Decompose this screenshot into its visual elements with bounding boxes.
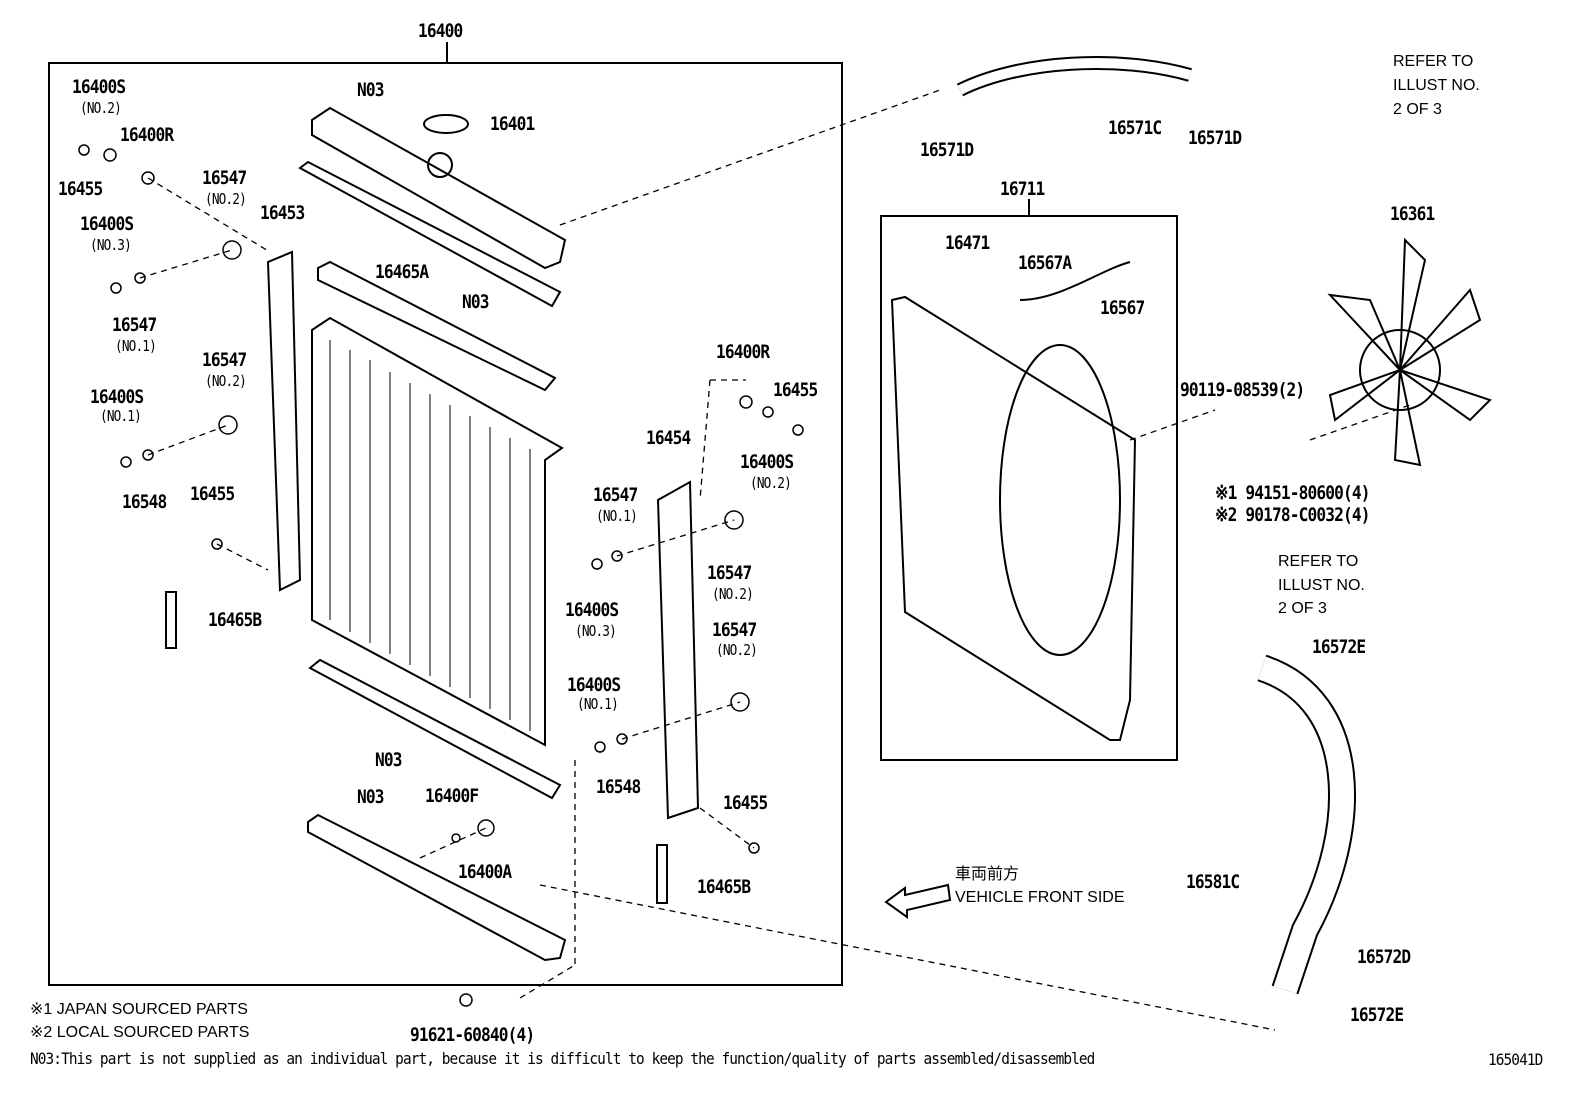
vehicle-front-arrow-icon bbox=[884, 883, 952, 919]
part-label: 16567 bbox=[1100, 297, 1145, 319]
part-label: (NO.2) bbox=[712, 585, 754, 603]
radiator-core bbox=[311, 316, 564, 747]
part-label: 16711 bbox=[1000, 178, 1045, 200]
cooling-fan bbox=[1327, 237, 1492, 467]
part-label: 16548 bbox=[596, 776, 641, 798]
part-label: 16571D bbox=[1188, 127, 1242, 149]
part-label: 16567A bbox=[1018, 252, 1072, 274]
part-label: VEHICLE FRONT SIDE bbox=[955, 889, 1125, 906]
part-label: (NO.1) bbox=[596, 507, 638, 525]
part-label: 16547 bbox=[707, 562, 752, 584]
part-label: 16581C bbox=[1186, 871, 1240, 893]
lower-tank bbox=[307, 813, 567, 962]
rubber-rod-right bbox=[656, 844, 668, 904]
part-label: (NO.2) bbox=[205, 372, 247, 390]
part-label: 16465B bbox=[208, 609, 262, 631]
reservoir-hose bbox=[1019, 261, 1131, 301]
part-label: (NO.1) bbox=[577, 695, 619, 713]
lower-gasket bbox=[308, 658, 562, 800]
part-label: 16400F bbox=[425, 785, 479, 807]
part-label: 16572E bbox=[1350, 1004, 1404, 1026]
part-label: 16547 bbox=[112, 314, 157, 336]
part-label: 16455 bbox=[773, 379, 818, 401]
part-label: 16471 bbox=[945, 232, 990, 254]
note-japan-sourced: ※1 JAPAN SOURCED PARTS bbox=[30, 1001, 248, 1018]
part-label: ILLUST NO. bbox=[1278, 577, 1365, 594]
part-label: 16400S bbox=[72, 76, 126, 98]
part-label: (NO.2) bbox=[750, 474, 792, 492]
part-label: ILLUST NO. bbox=[1393, 77, 1480, 94]
part-label: N03 bbox=[357, 786, 384, 808]
part-label: 16400S bbox=[90, 386, 144, 408]
part-label: (NO.3) bbox=[575, 622, 617, 640]
fan-shroud bbox=[890, 295, 1137, 741]
part-label: 16548 bbox=[122, 491, 167, 513]
part-label: 16400S bbox=[565, 599, 619, 621]
part-label: 16453 bbox=[260, 202, 305, 224]
part-label: 16400A bbox=[458, 861, 512, 883]
right-side-support bbox=[656, 480, 700, 820]
part-label: (NO.1) bbox=[100, 407, 142, 425]
part-label: (NO.2) bbox=[80, 99, 122, 117]
part-label: 16572D bbox=[1357, 946, 1411, 968]
part-label: (NO.2) bbox=[205, 190, 247, 208]
part-label: 16454 bbox=[646, 427, 691, 449]
part-label: 16455 bbox=[58, 178, 103, 200]
part-label: ※1 94151-80600(4) bbox=[1215, 482, 1371, 504]
part-label: 16465B bbox=[697, 876, 751, 898]
note-n03: N03:This part is not supplied as an indi… bbox=[30, 1049, 1095, 1068]
part-label: 16571D bbox=[920, 139, 974, 161]
part-label: 16455 bbox=[723, 792, 768, 814]
part-label: 16400S bbox=[80, 213, 134, 235]
part-label: 16547 bbox=[202, 167, 247, 189]
note-local-sourced: ※2 LOCAL SOURCED PARTS bbox=[30, 1024, 250, 1041]
part-label: N03 bbox=[357, 79, 384, 101]
part-label: 16547 bbox=[593, 484, 638, 506]
part-label: 車両前方 bbox=[955, 866, 1020, 883]
part-label: 16400S bbox=[567, 674, 621, 696]
part-label: ※2 90178-C0032(4) bbox=[1215, 504, 1371, 526]
part-label: 16572E bbox=[1312, 636, 1366, 658]
radiator-assembly-frame bbox=[48, 62, 843, 986]
part-label: 16571C bbox=[1108, 117, 1162, 139]
upper-gasket bbox=[317, 260, 557, 392]
part-label: (NO.2) bbox=[716, 641, 758, 659]
rubber-rod-left bbox=[165, 591, 177, 649]
part-label: 16547 bbox=[712, 619, 757, 641]
part-label: N03 bbox=[462, 291, 489, 313]
upper-tank bbox=[298, 106, 567, 308]
part-label: 16361 bbox=[1390, 203, 1435, 225]
part-label: 16547 bbox=[202, 349, 247, 371]
part-label: 2 OF 3 bbox=[1278, 600, 1327, 617]
illustration-id: 165041D bbox=[1488, 1050, 1543, 1069]
part-label: 16400R bbox=[716, 341, 770, 363]
part-label: REFER TO bbox=[1393, 53, 1474, 70]
part-label: (NO.3) bbox=[90, 236, 132, 254]
part-label: 91621-60840(4) bbox=[410, 1024, 535, 1046]
part-label: 16400R bbox=[120, 124, 174, 146]
part-label: (NO.1) bbox=[115, 337, 157, 355]
part-label: 16400S bbox=[740, 451, 794, 473]
part-label: 16465A bbox=[375, 261, 429, 283]
part-label: 90119-08539(2) bbox=[1180, 379, 1305, 401]
part-label: 16401 bbox=[490, 113, 535, 135]
part-label: REFER TO bbox=[1278, 553, 1359, 570]
part-label: 2 OF 3 bbox=[1393, 101, 1442, 118]
part-label: N03 bbox=[375, 749, 402, 771]
left-side-support bbox=[266, 250, 302, 592]
part-label: 16400 bbox=[418, 20, 463, 42]
part-label: 16455 bbox=[190, 483, 235, 505]
